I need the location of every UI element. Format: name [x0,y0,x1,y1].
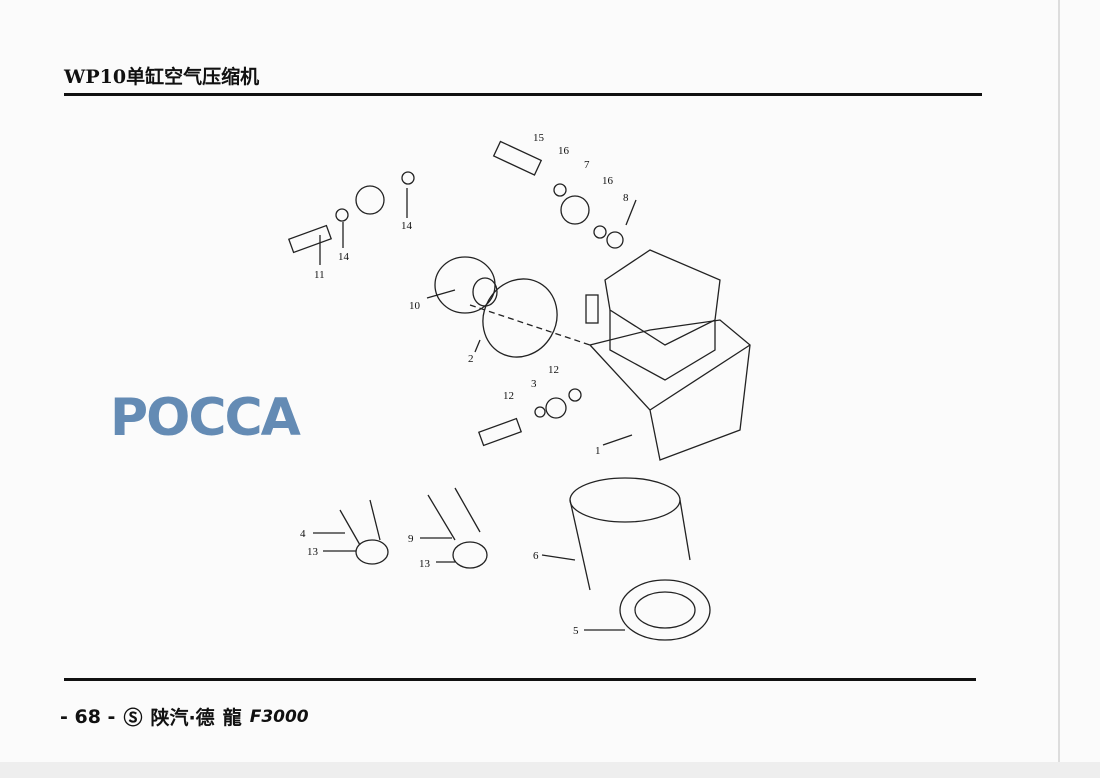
brand-script: 龍 [222,707,242,729]
callout-12b: 12 [503,390,514,402]
callout-16: 16 [558,145,570,157]
gasket [482,278,558,358]
callout-13b: 13 [419,558,431,570]
page-number: - 68 - [60,705,116,728]
callout-7: 7 [584,159,590,171]
callout-2: 2 [468,353,474,365]
callout-1: 1 [595,445,601,457]
cylinder-head [604,249,721,346]
callout-12: 12 [548,364,559,376]
drive-flange [619,579,711,641]
page-title: WP10单缸空气压缩机 [64,66,260,88]
banjo-fitting [355,185,385,215]
callout-15: 15 [533,132,545,144]
callout-13: 13 [307,546,319,558]
callout-8: 8 [623,192,629,204]
banjo-bolt [287,224,333,254]
callout-5: 5 [573,625,579,637]
callout-3: 3 [531,378,537,390]
footer-rule [64,678,976,681]
scan-edge [0,762,1100,778]
brand-name: 陕汽·德 [150,707,215,729]
compressor-body [588,319,751,461]
callout-6: 6 [533,550,539,562]
callout-14: 14 [401,220,413,232]
callout-9: 9 [408,533,414,545]
callout-14b: 14 [338,251,350,263]
shaanxi-logo-icon: Ⓢ [123,707,143,729]
callout-11: 11 [314,269,325,281]
header-rule [64,93,982,96]
callout-4: 4 [300,528,306,540]
watermark-logo: POCCA [110,388,301,448]
callout-10: 10 [409,300,421,312]
model-name: F3000 [249,706,309,727]
callout-16b: 16 [602,175,614,187]
page-edge [1058,0,1060,778]
footer: - 68 - Ⓢ 陕汽·德 龍 F3000 [60,703,309,730]
